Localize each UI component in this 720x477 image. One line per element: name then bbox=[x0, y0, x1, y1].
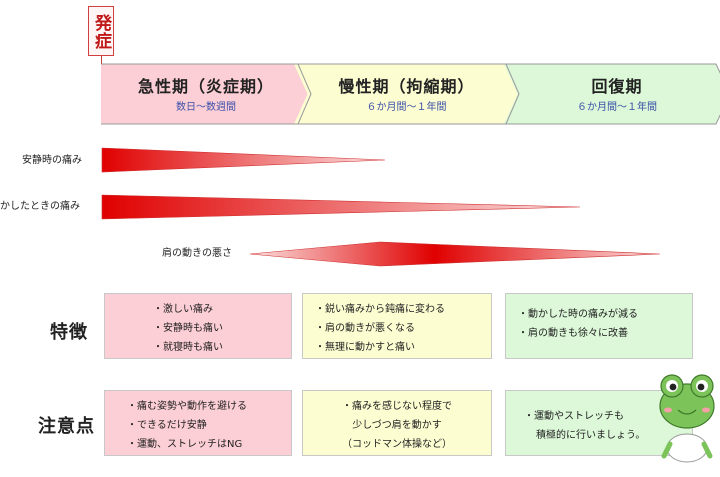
list-item: ・運動、ストレッチはNG bbox=[127, 439, 243, 450]
pain-wedges bbox=[101, 147, 661, 267]
onset-line bbox=[101, 56, 102, 66]
rest-pain-wedge bbox=[101, 147, 386, 173]
cautions-box-chronic: ・痛みを感じない程度で 少しづつ肩を動かす （コッドマン体操など） bbox=[302, 390, 492, 456]
list-item: ・就寝時も痛い bbox=[153, 342, 223, 353]
stiffness-label: 肩の動きの悪さ bbox=[162, 248, 232, 259]
phase-acute: 急性期（炎症期） 数日〜数週間 bbox=[101, 64, 311, 124]
list-item: ・痛みを感じない程度で bbox=[342, 401, 452, 412]
list-item: ・肩の動きも徐々に改善 bbox=[518, 328, 628, 339]
list-item: ・無理に動かすと痛い bbox=[315, 342, 415, 353]
list-item: （コッドマン体操など） bbox=[342, 439, 452, 450]
phase-title: 回復期 bbox=[591, 77, 643, 96]
cautions-title: 注意点 bbox=[38, 416, 95, 437]
phase-outlines bbox=[101, 63, 720, 125]
features-box-recovery: ・動かした時の痛みが減る ・肩の動きも徐々に改善 bbox=[505, 293, 693, 359]
phase-duration: 数日〜数週間 bbox=[176, 102, 236, 113]
rest-pain-label: 安静時の痛み bbox=[22, 155, 82, 166]
list-item: ・動かした時の痛みが減る bbox=[518, 309, 638, 320]
list-item: ・肩の動きが悪くなる bbox=[315, 323, 415, 334]
phase-recovery-outline bbox=[506, 63, 720, 125]
list-item: 少しづつ肩を動かす bbox=[352, 420, 442, 431]
stiffness-wedge bbox=[249, 241, 661, 267]
phase-duration: ６か月間〜１年間 bbox=[577, 102, 657, 113]
movement-pain-wedge bbox=[101, 194, 581, 220]
list-item: ・安静時も痛い bbox=[153, 323, 223, 334]
phase-acute-outline bbox=[101, 63, 312, 125]
list-item: ・痛む姿勢や動作を避ける bbox=[127, 401, 247, 412]
list-item: ・できるだけ安静 bbox=[127, 420, 207, 431]
list-item: ・激しい痛み bbox=[153, 304, 213, 315]
frog-mascot-icon bbox=[659, 374, 715, 463]
list-item: ・鋭い痛みから鈍痛に変わる bbox=[315, 304, 445, 315]
onset-label: 発症 bbox=[88, 6, 114, 56]
movement-pain-label: かしたときの痛み bbox=[0, 201, 80, 212]
cautions-box-acute: ・痛む姿勢や動作を避ける ・できるだけ安静 ・運動、ストレッチはNG bbox=[104, 390, 292, 456]
list-item: ・運動やストレッチも bbox=[524, 411, 624, 422]
features-box-acute: ・激しい痛み ・安静時も痛い ・就寝時も痛い bbox=[104, 293, 292, 359]
phase-chronic: 慢性期（拘縮期） ６か月間〜１年間 bbox=[294, 64, 519, 124]
phase-recovery: 回復期 ６か月間〜１年間 bbox=[504, 64, 720, 124]
phase-duration: ６か月間〜１年間 bbox=[366, 102, 447, 113]
features-box-chronic: ・鋭い痛みから鈍痛に変わる ・肩の動きが悪くなる ・無理に動かすと痛い bbox=[302, 293, 492, 359]
list-item: 積極的に行いましょう。 bbox=[536, 430, 646, 441]
phase-title: 慢性期（拘縮期） bbox=[338, 77, 475, 96]
phase-chronic-outline bbox=[298, 63, 520, 125]
phase-title: 急性期（炎症期） bbox=[137, 77, 274, 96]
features-title: 特徴 bbox=[50, 322, 88, 343]
